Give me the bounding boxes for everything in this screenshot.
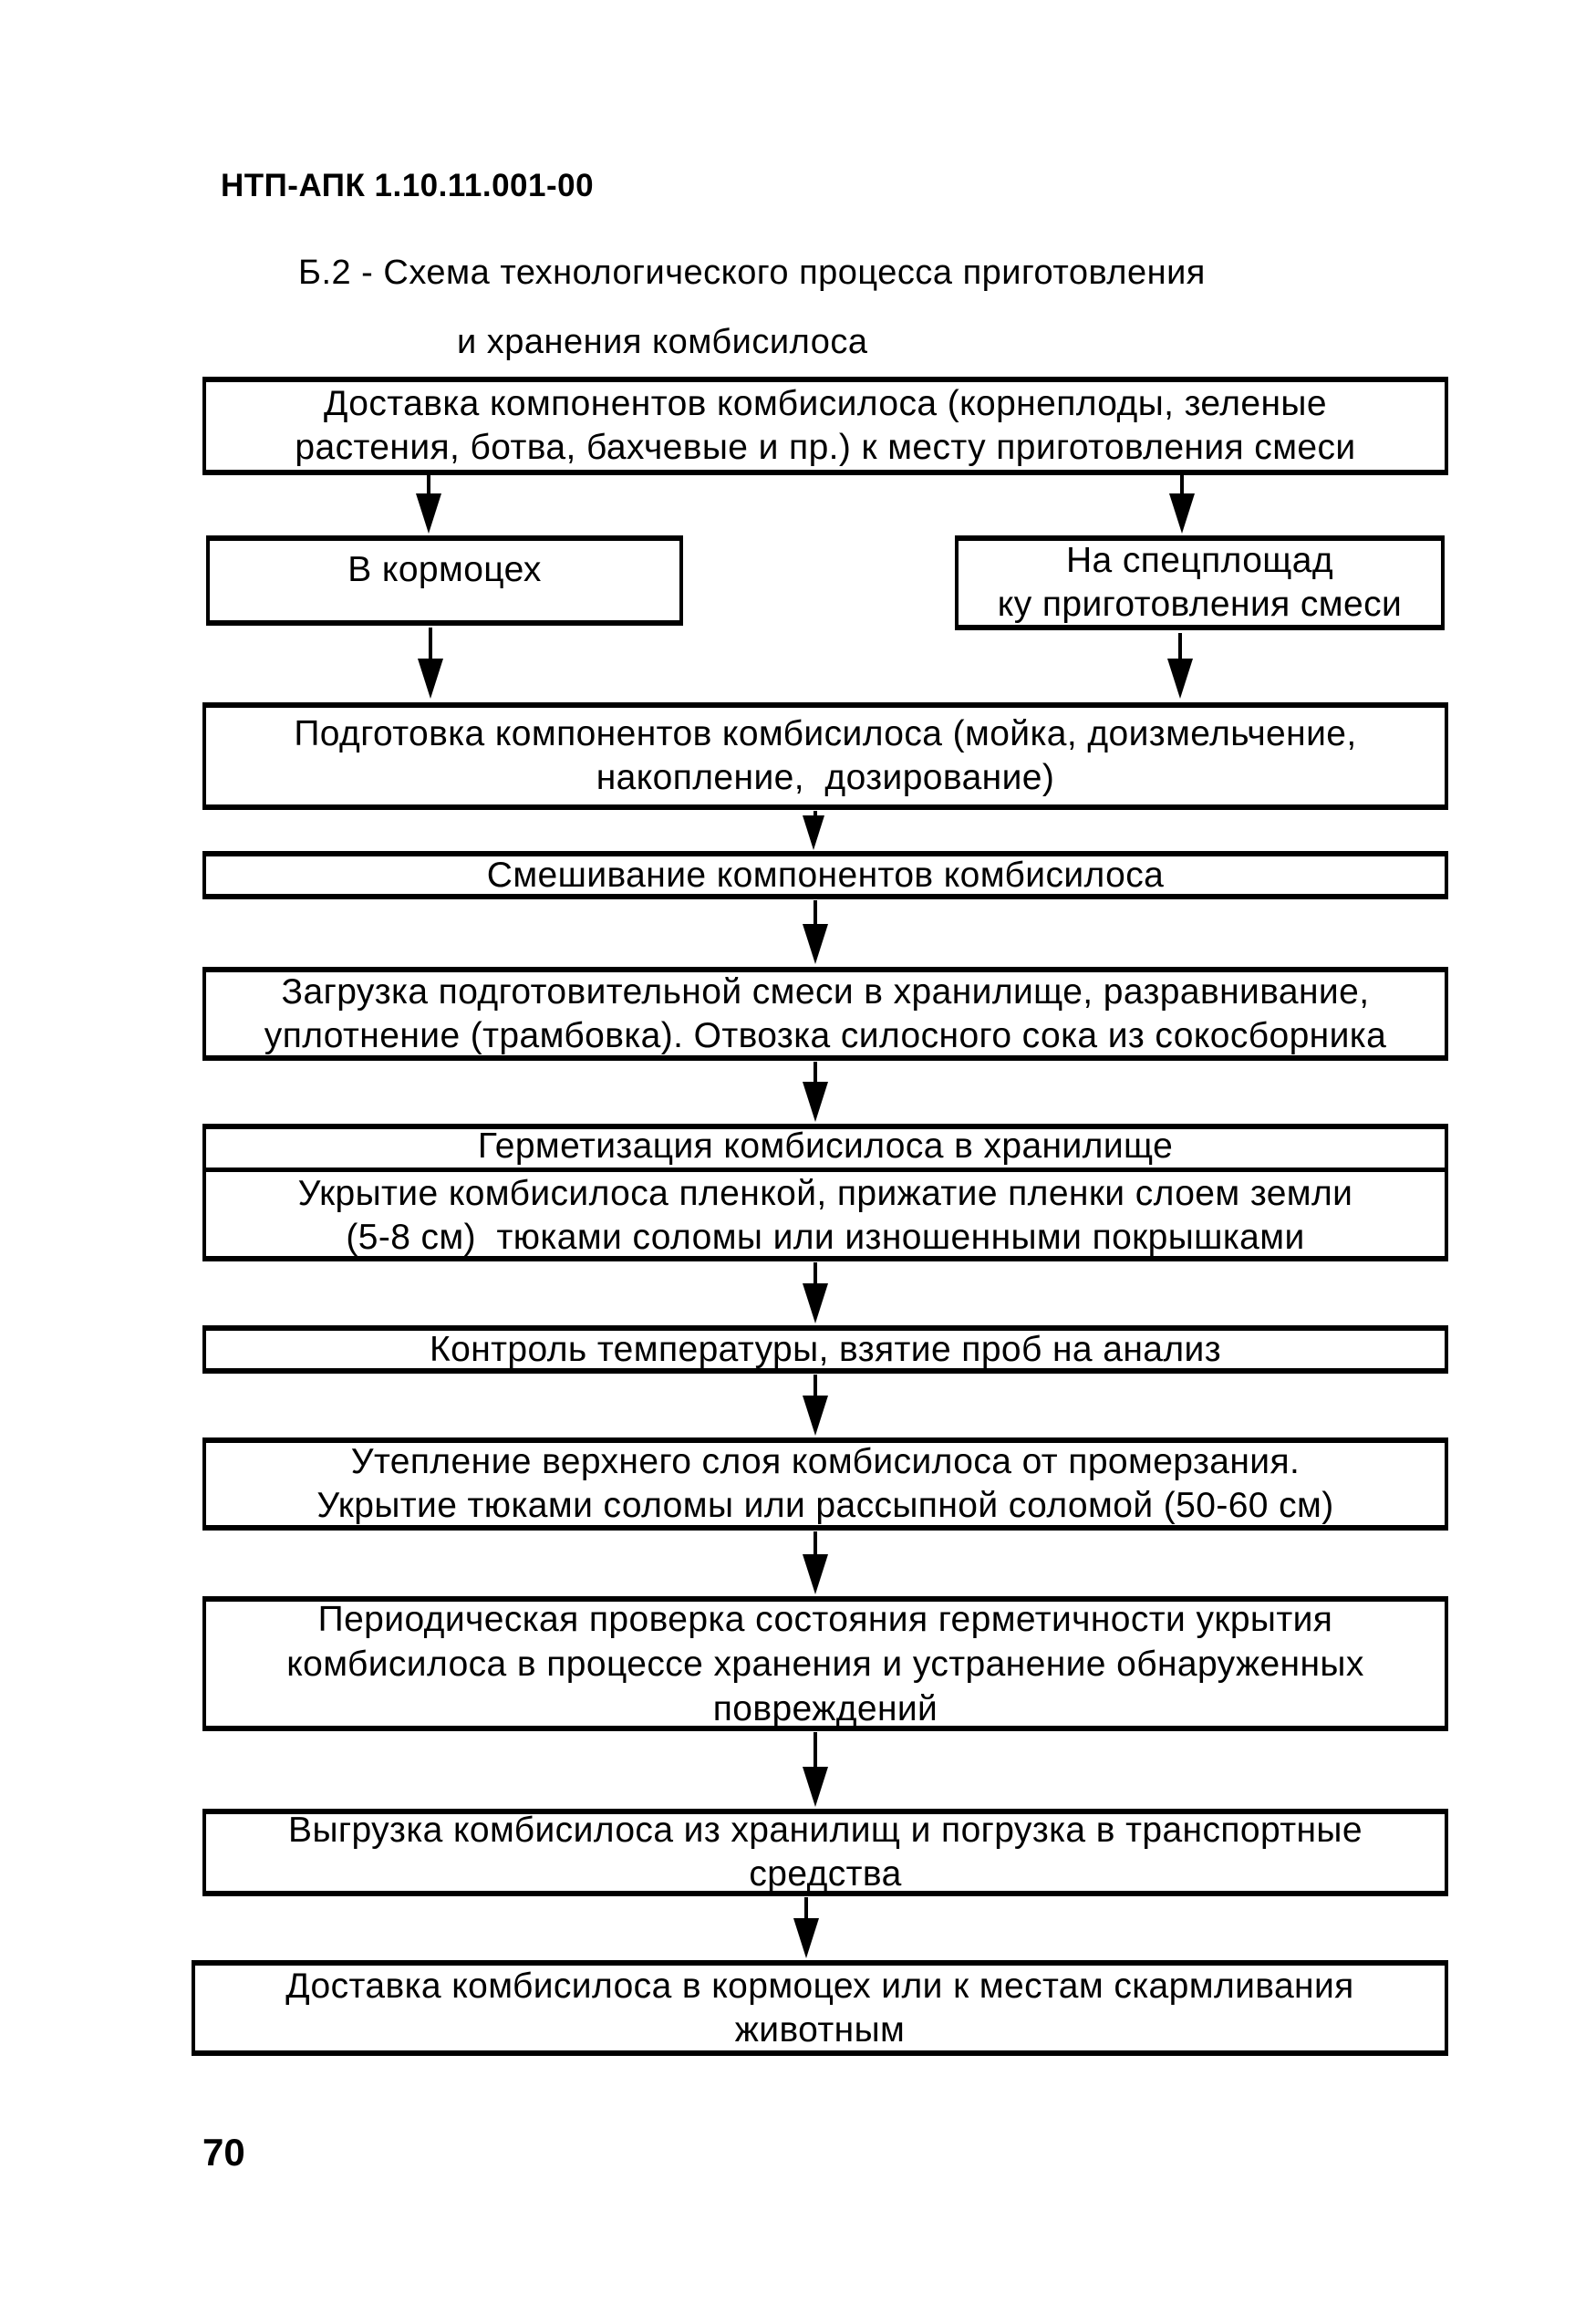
arrow-stem (814, 900, 817, 926)
flow-arrow (1169, 475, 1195, 534)
flow-box-text: Выгрузка комбисилоса из хранилищ и погру… (288, 1811, 1363, 1894)
arrow-stem (814, 1262, 817, 1285)
arrow-stem (814, 1375, 817, 1397)
flow-box-text: Герметизация комбисилоса в хранилище (477, 1126, 1174, 1166)
flow-arrow (803, 811, 828, 850)
arrow-head-icon (1169, 493, 1195, 534)
flow-box-text: Смешивание компонентов комбисилоса (486, 855, 1165, 895)
flow-arrow (803, 900, 828, 964)
arrow-stem (1180, 475, 1184, 495)
figure-title-line-2: и хранения комбисилоса (457, 323, 868, 361)
arrow-head-icon (803, 924, 828, 964)
flow-box-text: Контроль температуры, взятие проб на ана… (430, 1329, 1221, 1369)
figure-title-line-1: Б.2 - Схема технологического процесса пр… (298, 254, 1206, 292)
flow-arrow (418, 628, 443, 699)
flow-arrow (1167, 633, 1193, 699)
flow-box-text: Доставка комбисилоса в кормоцех или к ме… (285, 1966, 1354, 2050)
arrow-head-icon (803, 1396, 828, 1436)
flow-box-text: Загрузка подготовительной смеси в хранил… (264, 971, 1387, 1055)
document-code: НТП-АПК 1.10.11.001-00 (221, 168, 595, 203)
flow-box-preparation: Подготовка компонентов комбисилоса (мойк… (202, 702, 1448, 810)
flow-box-text: Укрытие комбисилоса пленкой, прижатие пл… (297, 1173, 1353, 1257)
flow-box-sealing-detail: Укрытие комбисилоса пленкой, прижатие пл… (206, 1172, 1445, 1260)
arrow-stem (814, 811, 817, 817)
flow-box-periodic-check: Периодическая проверка состояния гермети… (202, 1596, 1448, 1731)
arrow-stem (804, 1897, 808, 1920)
arrow-head-icon (1167, 659, 1193, 699)
arrow-stem (814, 1062, 817, 1084)
arrow-stem (814, 1531, 817, 1556)
flow-box-loading: Загрузка подготовительной смеси в хранил… (202, 967, 1448, 1061)
flow-arrow (803, 1062, 828, 1122)
flow-box-to-special-site: На спецплощад ку приготовления смеси (955, 535, 1445, 630)
flow-arrow (793, 1897, 819, 1958)
flow-box-insulation: Утепление верхнего слоя комбисилоса от п… (202, 1437, 1448, 1531)
flow-arrow (803, 1375, 828, 1436)
arrow-head-icon (803, 1082, 828, 1122)
arrow-head-icon (793, 1918, 819, 1958)
arrow-head-icon (803, 1283, 828, 1323)
flow-box-text: Подготовка компонентов комбисилоса (мойк… (294, 714, 1357, 797)
flow-box-text: Доставка компонентов комбисилоса (корнеп… (295, 384, 1356, 467)
flow-box-temperature-control: Контроль температуры, взятие проб на ана… (202, 1325, 1448, 1374)
flow-arrow (803, 1531, 828, 1594)
flow-box-text: На спецплощад ку приготовления смеси (997, 541, 1403, 624)
flow-box-sealing-title: Герметизация комбисилоса в хранилище (206, 1126, 1445, 1172)
flow-box-unloading: Выгрузка комбисилоса из хранилищ и погру… (202, 1809, 1448, 1896)
arrow-head-icon (416, 493, 441, 534)
flow-box-final-delivery: Доставка комбисилоса в кормоцех или к ме… (192, 1960, 1448, 2056)
arrow-stem (814, 1732, 817, 1769)
arrow-head-icon (418, 659, 443, 699)
flow-box-text: Периодическая проверка состояния гермети… (286, 1599, 1364, 1728)
arrow-head-icon (803, 1554, 828, 1594)
arrow-head-icon (803, 815, 824, 850)
flow-box-text: В кормоцех (347, 550, 542, 589)
flow-arrow (416, 475, 441, 534)
flow-box-mixing: Смешивание компонентов комбисилоса (202, 851, 1448, 899)
flow-arrow (803, 1262, 828, 1323)
arrow-stem (1178, 633, 1182, 660)
arrow-stem (427, 475, 430, 495)
flow-box-to-feed-shop: В кормоцех (206, 535, 683, 626)
page-number: 70 (202, 2131, 245, 2174)
flow-arrow (803, 1732, 828, 1807)
arrow-stem (429, 628, 432, 660)
flow-box-delivery-components: Доставка компонентов комбисилоса (корнеп… (202, 377, 1448, 475)
flow-box-sealing: Герметизация комбисилоса в хранилище Укр… (202, 1124, 1448, 1261)
arrow-head-icon (803, 1767, 828, 1807)
flow-box-text: Утепление верхнего слоя комбисилоса от п… (316, 1442, 1334, 1525)
